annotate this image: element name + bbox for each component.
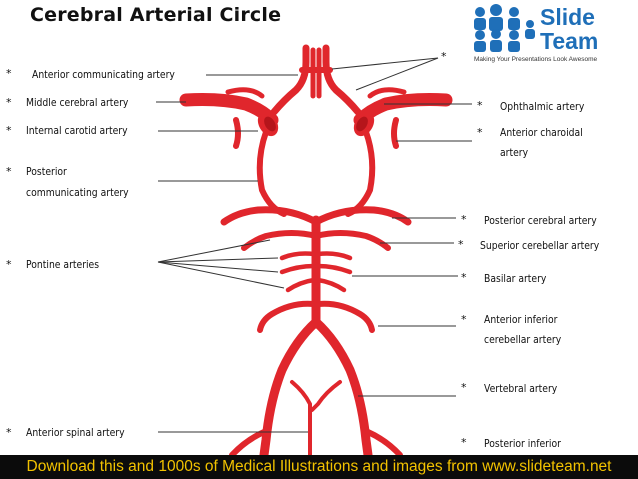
label-posterior-cerebral-artery: Posterior cerebral artery — [484, 215, 597, 227]
leader-pontine-1 — [157, 239, 271, 263]
pontine-artery-2-left — [279, 263, 317, 275]
posterior-cerebral-artery-right — [312, 206, 412, 226]
label-ophthalmic-artery: Ophthalmic artery — [500, 101, 585, 113]
label-superior-cerebellar-artery: Superior cerebellar artery — [480, 240, 600, 252]
label-posterior-communicating-1: Posterior — [26, 166, 67, 178]
anterior-cerebral-artery-right — [322, 44, 362, 116]
pontine-artery-3-right — [315, 277, 347, 293]
middle-cerebral-upper-right — [367, 87, 407, 99]
bullet: * — [6, 67, 12, 80]
logo-tagline: Making Your Presentations Look Awesome — [474, 56, 598, 63]
vertebral-artery-left — [259, 317, 321, 460]
internal-carotid-artery-right — [391, 117, 399, 149]
anterior-spinal-artery — [290, 380, 312, 457]
label-anterior-communicating-artery: Anterior communicating artery — [32, 69, 175, 81]
bullet: * — [477, 126, 483, 139]
posterior-communicating-artery-left — [256, 129, 287, 217]
bullet: * — [477, 99, 483, 112]
bullet: * — [6, 165, 12, 178]
label-anterior-choroidal-2: artery — [500, 147, 529, 159]
leader-top-left — [331, 57, 439, 70]
bullet: * — [458, 238, 464, 251]
bullet: * — [6, 124, 12, 137]
pontine-artery-3-left — [285, 277, 317, 293]
bullet: * — [6, 258, 12, 271]
label-anterior-spinal-artery: Anterior spinal artery — [26, 427, 125, 439]
bullet: * — [6, 96, 12, 109]
label-posterior-inferior: Posterior inferior — [484, 438, 561, 450]
bullet: * — [6, 426, 12, 439]
logo-word-slide: Slide — [540, 4, 595, 30]
label-basilar-artery: Basilar artery — [484, 273, 547, 285]
anterior-inferior-cerebellar-artery-left — [257, 300, 317, 333]
leader-top-right — [355, 57, 439, 91]
leader-pontine-2 — [157, 257, 279, 263]
label-pontine-arteries: Pontine arteries — [26, 259, 100, 271]
posterior-inferior-cerebellar-artery-right — [365, 429, 403, 458]
anterior-cerebral-artery-left — [270, 44, 310, 116]
logo-word-team: Team — [540, 28, 599, 54]
page-title: Cerebral Arterial Circle — [30, 4, 282, 26]
leader-pontine-3 — [157, 261, 279, 273]
superior-cerebellar-artery-left — [241, 230, 319, 251]
bullet: * — [461, 271, 467, 284]
posterior-cerebral-artery-left — [220, 206, 320, 226]
bullet: * — [441, 50, 447, 63]
label-anterior-inferior-cerebellar-2: cerebellar artery — [484, 334, 562, 346]
bullet: * — [461, 213, 467, 226]
leader-pontine-4 — [157, 261, 285, 289]
pontine-artery-1-right — [315, 251, 353, 261]
posterior-inferior-cerebellar-artery-left — [229, 429, 267, 458]
superior-cerebellar-artery-right — [313, 230, 391, 251]
label-anterior-inferior-cerebellar-1: Anterior inferior — [484, 314, 558, 326]
vertebral-artery-right — [311, 317, 373, 460]
label-internal-carotid-artery: Internal carotid artery — [26, 125, 128, 137]
label-anterior-choroidal-1: Anterior charoidal — [500, 127, 583, 139]
bullet: * — [461, 381, 467, 394]
posterior-communicating-artery-right — [345, 129, 376, 217]
internal-carotid-artery-left — [233, 117, 241, 149]
bullet: * — [461, 313, 467, 326]
download-footer-banner[interactable]: Download this and 1000s of Medical Illus… — [0, 455, 638, 479]
anterior-inferior-cerebellar-artery-right — [315, 300, 375, 333]
label-middle-cerebral-artery: Middle cerebral artery — [26, 97, 129, 109]
label-posterior-communicating-2: communicating artery — [26, 187, 129, 199]
pontine-artery-1-left — [279, 251, 317, 261]
pontine-artery-2-right — [315, 263, 353, 275]
people-icon — [474, 4, 535, 52]
middle-cerebral-upper-left — [225, 87, 265, 99]
slideteam-logo: Slide Team Making Your Presentations Loo… — [468, 2, 634, 64]
anterior-spinal-artery-right-root — [310, 380, 342, 412]
label-vertebral-artery: Vertebral artery — [484, 383, 558, 395]
bullet: * — [461, 436, 467, 449]
